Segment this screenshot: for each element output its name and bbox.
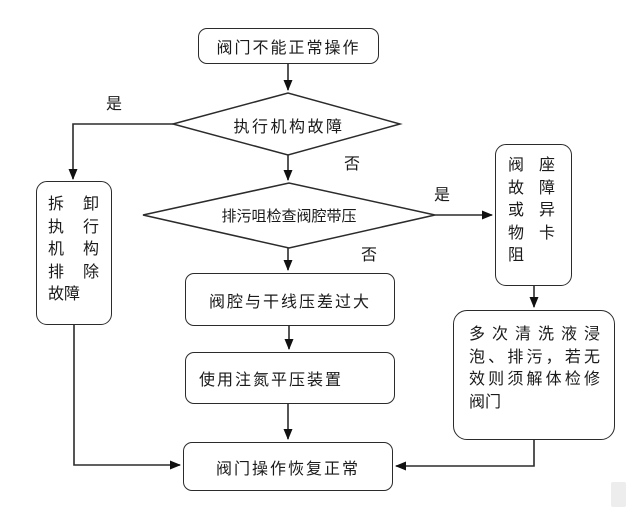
edge-decision1-yes-to-remove-actuator bbox=[68, 123, 173, 180]
no-label-decision2: 否 bbox=[361, 245, 378, 264]
decision1-diamond bbox=[170, 92, 403, 156]
clean-soak-line: 阀门 bbox=[469, 391, 502, 411]
remove-actuator-line: 故障 bbox=[48, 284, 81, 303]
pressure-diff-label: 阀腔与干线压差过大 bbox=[208, 291, 371, 311]
decision2-diamond bbox=[142, 182, 436, 249]
remove-actuator-line: 执行 bbox=[48, 216, 99, 236]
yes-label-decision2: 是 bbox=[434, 185, 451, 204]
seat-fault-line: 阻 bbox=[508, 245, 525, 264]
edge-clean-soak-to-end bbox=[395, 440, 535, 471]
clean-soak-line: 泡、排污，若无 bbox=[469, 346, 600, 366]
start-box-label: 阀门不能正常操作 bbox=[216, 38, 361, 57]
clean-soak-box: 多次清洗液浸 泡、排污，若无 效则须解体检修 阀门 bbox=[453, 310, 615, 440]
remove-actuator-box: 拆卸 执行 机构 排除 故障 bbox=[36, 181, 112, 325]
yes-label-decision1: 是 bbox=[106, 94, 123, 113]
remove-actuator-line: 机构 bbox=[48, 239, 99, 258]
no-label-decision1: 否 bbox=[344, 154, 361, 173]
remove-actuator-line: 拆卸 bbox=[48, 194, 99, 213]
seat-fault-line: 物卡 bbox=[508, 222, 555, 242]
seat-fault-line: 或异 bbox=[508, 200, 555, 219]
remove-actuator-line: 排除 bbox=[48, 261, 99, 281]
edge-remove-actuator-to-end bbox=[73, 325, 181, 470]
clean-soak-line: 多次清洗液浸 bbox=[469, 324, 600, 343]
end-box-label: 阀门操作恢复正常 bbox=[215, 458, 360, 478]
start-box: 阀门不能正常操作 bbox=[198, 28, 379, 64]
pressure-diff-box: 阀腔与干线压差过大 bbox=[185, 273, 395, 326]
nitrogen-label: 使用注氮平压装置 bbox=[199, 370, 344, 389]
end-box: 阀门操作恢复正常 bbox=[183, 442, 393, 491]
clean-soak-line: 效则须解体检修 bbox=[469, 369, 600, 388]
nitrogen-box: 使用注氮平压装置 bbox=[185, 352, 395, 404]
scan-smudge-artifact bbox=[611, 482, 626, 507]
seat-fault-line: 阀座 bbox=[508, 155, 555, 174]
seat-fault-line: 故障 bbox=[508, 177, 555, 197]
seat-fault-box: 阀座 故障 或异 物卡 阻 bbox=[495, 144, 572, 286]
